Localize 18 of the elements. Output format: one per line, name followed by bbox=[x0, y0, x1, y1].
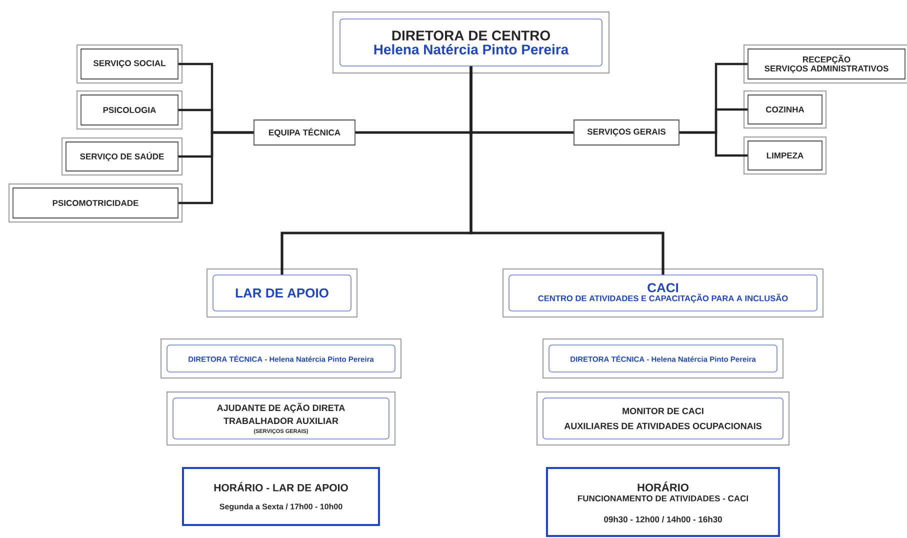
service-box: COZINHA bbox=[744, 90, 827, 128]
department-box: SERVIÇOS GERAIS bbox=[574, 120, 680, 146]
service-box: SERVIÇO SOCIAL bbox=[76, 44, 182, 84]
schedule-box: HORÁRIO FUNCIONAMENTO DE ATIVIDADES - CACI 09h30 - 12h00 / 14h00 - 16h30 bbox=[546, 467, 780, 537]
connector-line bbox=[679, 131, 748, 157]
director-box: DIRETORA DE CENTRO Helena Natércia Pinto Pereira bbox=[332, 12, 610, 74]
service-box: PSICOLOGIA bbox=[76, 90, 182, 130]
staff-box: MONITOR DE CACI AUXILIARES DE ATIVIDADES OCUPACIONAIS bbox=[536, 392, 790, 446]
connector-line bbox=[470, 66, 664, 275]
unit-box: CACI CENTRO DE ATIVIDADES E CAPACITAÇÃO PARA A INCLUSÃO bbox=[502, 268, 824, 318]
service-box: RECEPÇÃO SERVIÇOS ADMINISTRATIVOS bbox=[744, 44, 907, 84]
service-box: LIMPEZA bbox=[744, 136, 827, 174]
service-box: SERVIÇO DE SAÚDE bbox=[62, 138, 182, 176]
schedule-box: HORÁRIO - LAR DE APOIO Segunda a Sexta / 17h00 - 10h00 bbox=[182, 467, 380, 526]
connector-line bbox=[178, 131, 254, 204]
department-box: EQUIPA TÉCNICA bbox=[254, 120, 356, 146]
service-box: PSICOMOTRICIDADE bbox=[8, 184, 182, 222]
unit-box: LAR DE APOIO bbox=[206, 268, 358, 318]
